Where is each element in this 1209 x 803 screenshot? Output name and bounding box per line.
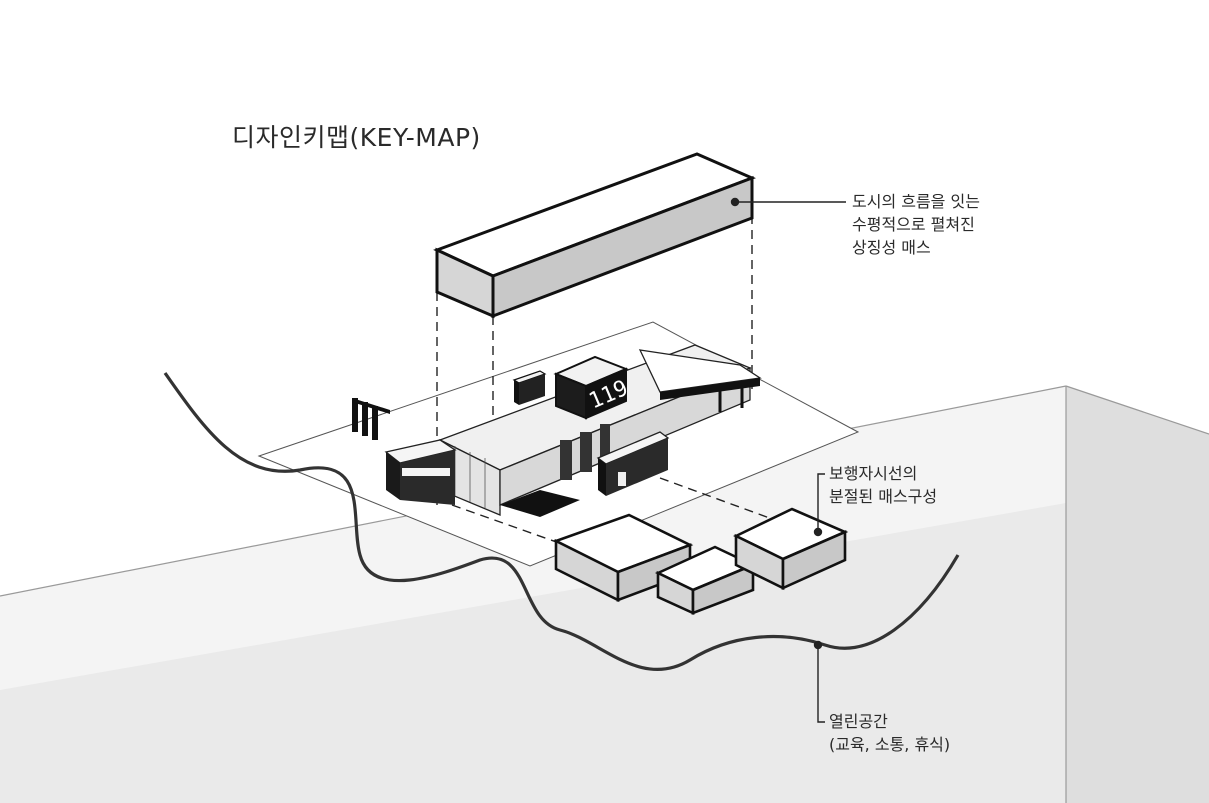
annotation-line: 보행자시선의 (829, 464, 918, 483)
annotation-line: 도시의 흐름을 잇는 (852, 192, 980, 211)
projection-lines (436, 200, 776, 546)
annotation-line: (교육, 소통, 휴식) (829, 735, 951, 754)
annotation-line: 열린공간 (829, 712, 888, 731)
annotation-segmented-mass: 보행자시선의 분절된 매스구성 (829, 462, 937, 508)
leader-lines (730, 197, 846, 723)
open-space-curve (163, 372, 960, 672)
tower-119 (512, 355, 629, 420)
segmented-masses (552, 507, 849, 616)
diagram-title: 디자인키맵(KEY-MAP) (232, 123, 481, 152)
annotation-symbolic-mass: 도시의 흐름을 잇는 수평적으로 펼쳐진 상징성 매스 (852, 190, 980, 259)
annotation-line: 수평적으로 펼쳐진 (852, 215, 975, 234)
annotation-open-space: 열린공간 (교육, 소통, 휴식) (829, 710, 950, 756)
annotation-line: 분절된 매스구성 (829, 487, 938, 506)
horizontal-symbolic-mass (433, 152, 756, 319)
annotation-line: 상징성 매스 (852, 238, 931, 257)
